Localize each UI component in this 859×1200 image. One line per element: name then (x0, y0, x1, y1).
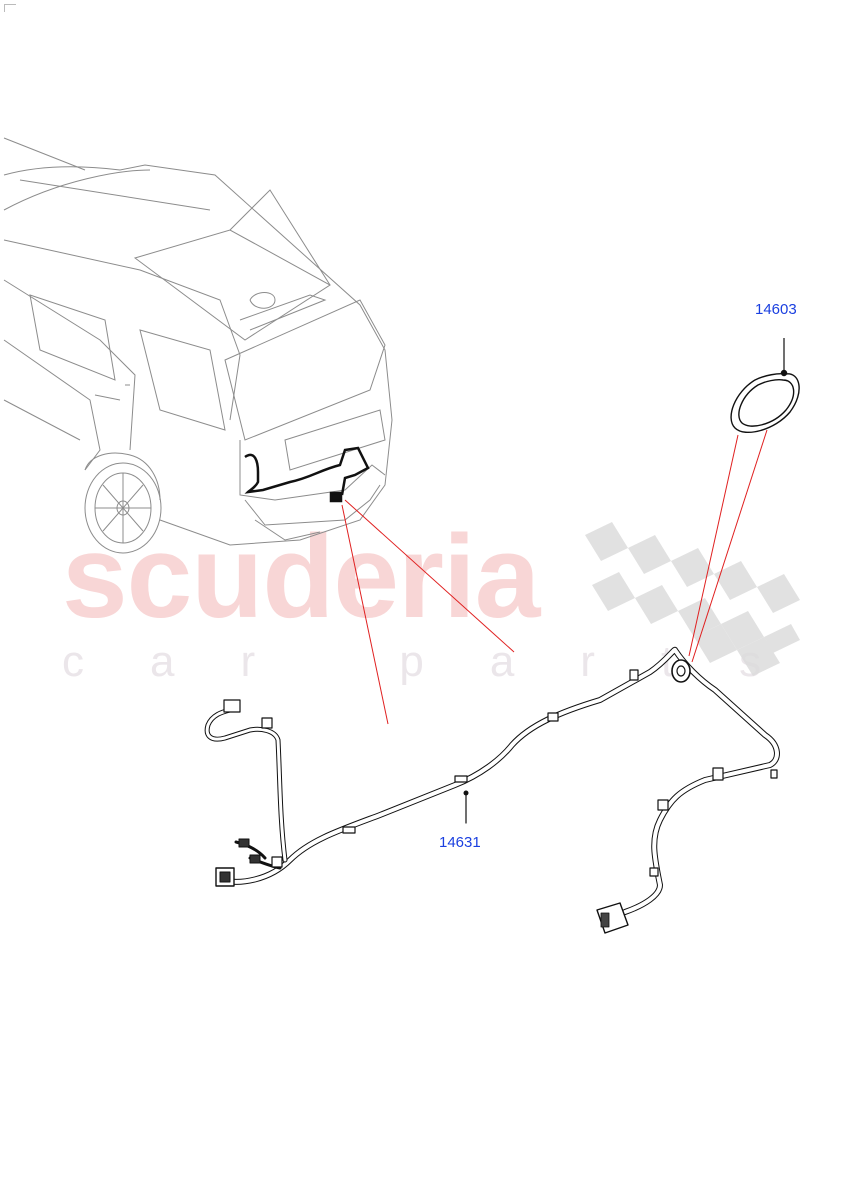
watermark-brand: scuderia (62, 511, 540, 643)
callout-label-14603[interactable]: 14603 (755, 301, 797, 318)
part-14603-grommet (730, 338, 800, 433)
checkered-flag-watermark (585, 522, 800, 676)
part-14631-harness (204, 646, 780, 934)
callout-label-14631[interactable]: 14631 (439, 834, 481, 851)
leader-lines (341, 429, 768, 725)
harness-on-vehicle (244, 446, 370, 503)
vehicle-outline (3, 137, 393, 554)
corner-crop-mark (4, 4, 16, 12)
